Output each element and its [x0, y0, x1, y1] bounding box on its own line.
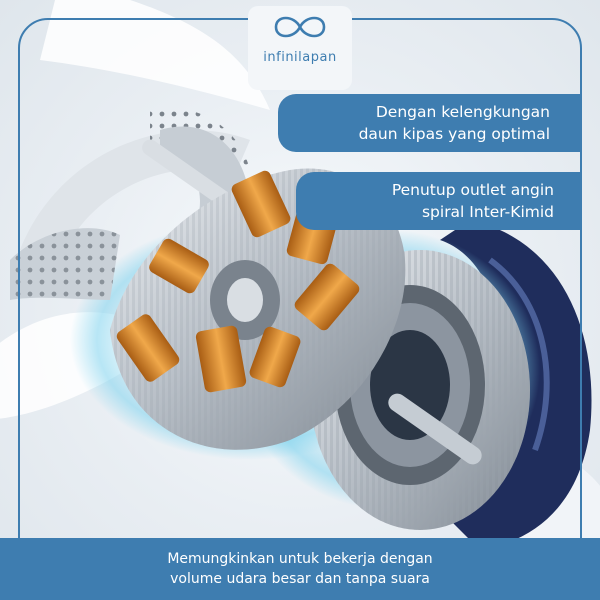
footer-line: Memungkinkan untuk bekerja dengan — [167, 551, 433, 567]
logo-backdrop — [248, 6, 352, 90]
callout-line: Dengan kelengkungan — [375, 103, 550, 121]
callout-line: spiral Inter-Kimid — [421, 203, 554, 221]
footer-line: volume udara besar dan tanpa suara — [170, 571, 430, 587]
copper-windings — [116, 170, 360, 393]
callout-line: daun kipas yang optimal — [358, 125, 550, 143]
callout-line: Penutup outlet angin — [391, 181, 554, 199]
brand-name: infinilapan — [263, 50, 337, 65]
callout-outlet-cover: Penutup outlet angin spiral Inter-Kimid — [296, 172, 582, 230]
footer-caption: Memungkinkan untuk bekerja dengan volume… — [0, 538, 600, 600]
brand-logo: infinilapan — [262, 10, 338, 65]
callout-blade-curvature: Dengan kelengkungan daun kipas yang opti… — [278, 94, 582, 152]
infinity-loop-icon — [274, 16, 326, 38]
